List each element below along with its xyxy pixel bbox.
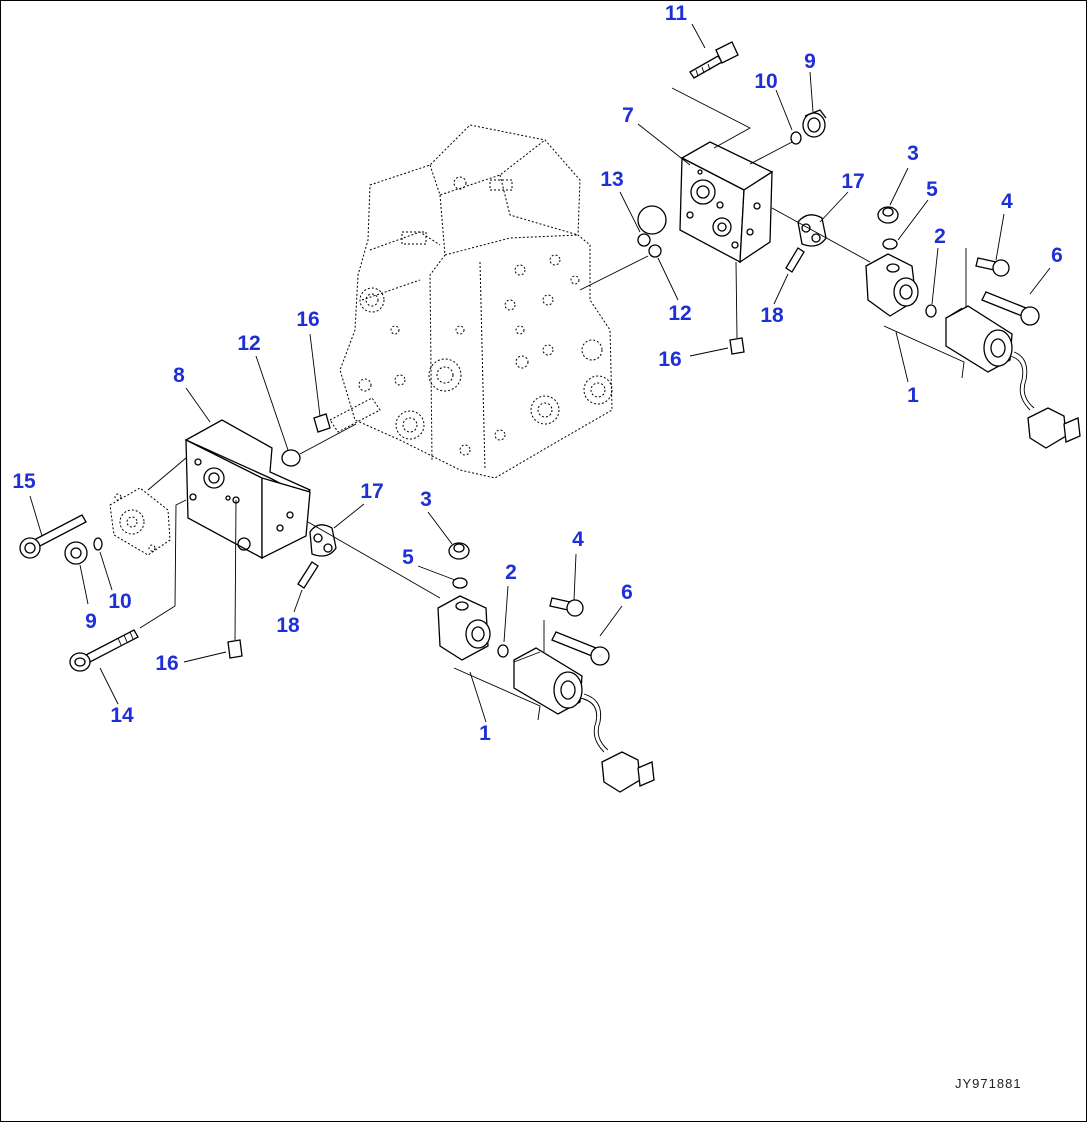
callout-17[interactable]: 17	[360, 480, 384, 503]
callout-18[interactable]: 18	[760, 304, 784, 327]
o-ring-10-upper	[790, 131, 802, 145]
callout-16[interactable]: 16	[155, 652, 179, 675]
callout-2[interactable]: 2	[934, 225, 946, 248]
callout-2[interactable]: 2	[505, 561, 517, 584]
plug-16-body	[313, 413, 331, 433]
callout-4[interactable]: 4	[1001, 190, 1013, 213]
plug-3-upper	[877, 206, 899, 224]
callout-5[interactable]: 5	[926, 178, 938, 201]
lower-valve-block	[184, 419, 312, 560]
o-ring-2-upper	[925, 304, 937, 318]
o-ring-5-upper	[882, 238, 898, 250]
o-ring-13-large	[637, 205, 667, 235]
callout-12[interactable]: 12	[237, 332, 261, 355]
callout-16[interactable]: 16	[658, 348, 682, 371]
callout-3[interactable]: 3	[420, 488, 432, 511]
callout-4[interactable]: 4	[572, 528, 584, 551]
gasket-17-lower	[309, 524, 337, 557]
upper-valve-block	[679, 141, 774, 264]
solenoid-valve-upper	[865, 253, 1081, 449]
flange-plate-lower	[109, 487, 171, 556]
solenoid-valve-lower	[437, 595, 655, 793]
callout-1[interactable]: 1	[907, 384, 919, 407]
plug-16-lower	[227, 639, 243, 659]
plug-9-upper	[802, 109, 827, 138]
callout-6[interactable]: 6	[1051, 244, 1063, 267]
o-ring-13	[637, 233, 651, 247]
o-ring-12-lower	[281, 449, 301, 467]
bolt-6-upper	[981, 291, 1040, 326]
bolt-14	[69, 629, 139, 672]
o-ring-10-lower	[93, 537, 103, 551]
callout-15[interactable]: 15	[12, 470, 36, 493]
callout-6[interactable]: 6	[621, 581, 633, 604]
pin-18-lower	[297, 561, 319, 589]
plug-3-lower	[448, 542, 470, 560]
callout-5[interactable]: 5	[402, 546, 414, 569]
pin-18-upper	[785, 247, 805, 273]
leader-lines	[29, 23, 1051, 723]
callout-18[interactable]: 18	[276, 614, 300, 637]
callout-11[interactable]: 11	[664, 2, 688, 25]
callout-9[interactable]: 9	[804, 50, 816, 73]
drawing-code: JY971881	[955, 1076, 1022, 1091]
plug-9-lower	[64, 541, 88, 565]
bolt-4-lower	[549, 597, 584, 617]
callout-14[interactable]: 14	[110, 704, 134, 727]
o-ring-2-lower	[497, 644, 509, 658]
bolt-15	[19, 514, 87, 559]
callout-8[interactable]: 8	[173, 364, 185, 387]
callout-1[interactable]: 1	[479, 722, 491, 745]
callout-9[interactable]: 9	[85, 610, 97, 633]
callout-10[interactable]: 10	[108, 590, 132, 613]
callout-17[interactable]: 17	[841, 170, 865, 193]
bolt-6-lower	[551, 631, 610, 666]
plug-16-upper	[729, 337, 745, 355]
o-ring-5-lower	[452, 577, 468, 589]
o-ring-12-upper	[648, 244, 662, 258]
callout-12[interactable]: 12	[668, 302, 692, 325]
bolt-4-upper	[975, 257, 1010, 277]
callout-13[interactable]: 13	[600, 168, 624, 191]
callout-16[interactable]: 16	[296, 308, 320, 331]
callout-7[interactable]: 7	[622, 104, 634, 127]
main-valve-body	[339, 124, 613, 479]
callout-3[interactable]: 3	[907, 142, 919, 165]
bolt-11	[689, 41, 739, 79]
callout-10[interactable]: 10	[754, 70, 778, 93]
